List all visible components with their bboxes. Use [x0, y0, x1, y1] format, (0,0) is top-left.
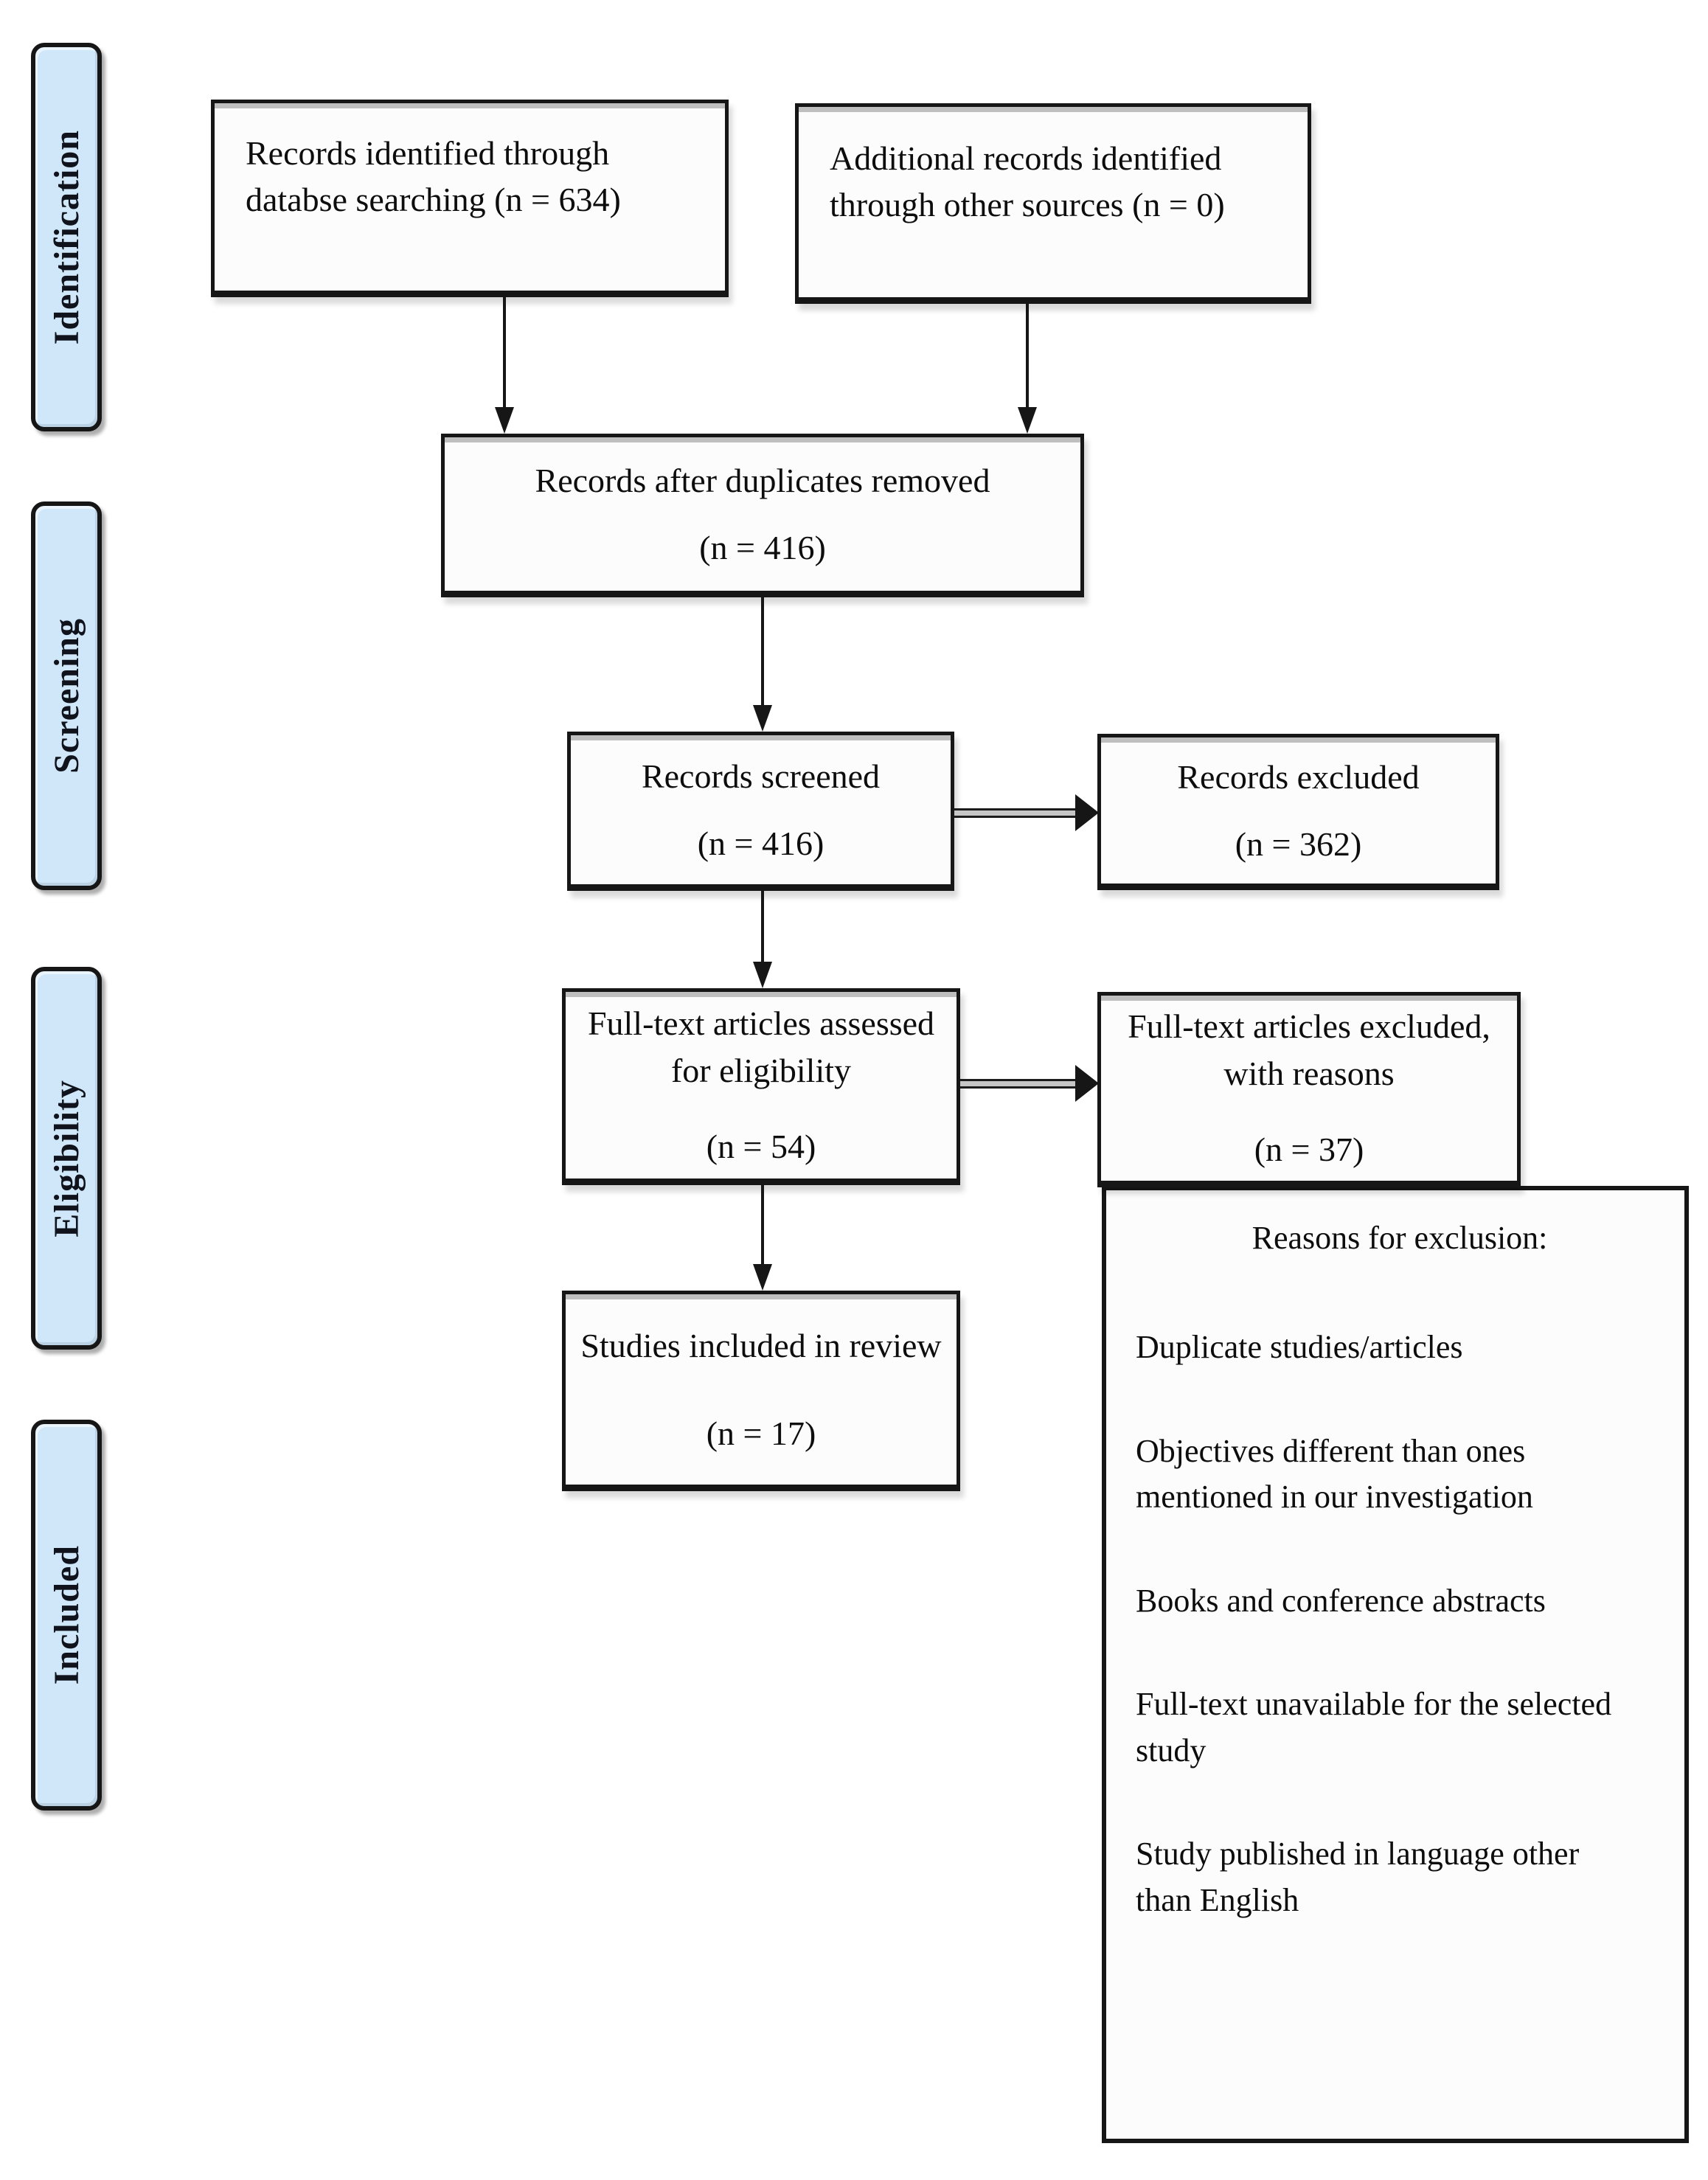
arrow-fulltext-to-included: [752, 1185, 773, 1291]
stage-included: Included: [31, 1420, 102, 1811]
stage-identification: Identification: [31, 43, 102, 431]
arrow-stem: [1026, 304, 1029, 407]
arrow-stem: [954, 808, 1077, 818]
stage-eligibility: Eligibility: [31, 967, 102, 1350]
exclusion-reason-item: Full-text unavailable for the selected s…: [1136, 1686, 1612, 1768]
exclusion-reason-item: Study published in language other than E…: [1136, 1836, 1580, 1918]
arrow-down-icon: [753, 705, 772, 732]
arrow-down-icon: [753, 962, 772, 988]
box-fulltext-excluded: Full-text articles excluded, with reason…: [1097, 992, 1521, 1187]
box-studies-included-count: (n = 17): [706, 1414, 816, 1452]
box-exclusion-reasons: Reasons for exclusion: Duplicate studies…: [1102, 1186, 1689, 2143]
arrow-fulltext-to-excluded: [960, 1064, 1099, 1103]
box-fulltext-assessed-title: Full-text articles assessed for eligibil…: [587, 1004, 935, 1089]
box-records-excluded-count: (n = 362): [1235, 825, 1362, 863]
box-records-screened-count: (n = 416): [697, 825, 825, 862]
exclusion-reasons-title: Reasons for exclusion:: [1252, 1220, 1548, 1256]
stage-screening: Screening: [31, 501, 102, 890]
arrow-identified-to-duplicates: [494, 297, 515, 434]
exclusion-reason-item: Books and conference abstracts: [1136, 1582, 1546, 1619]
box-duplicates-removed-title: Records after duplicates removed: [535, 461, 990, 499]
stage-identification-label: Identification: [46, 129, 86, 345]
box-studies-included: Studies included in review (n = 17): [562, 1291, 960, 1491]
box-fulltext-excluded-count: (n = 37): [1254, 1131, 1364, 1169]
arrow-additional-to-duplicates: [1017, 304, 1038, 434]
box-fulltext-excluded-title: Full-text articles excluded, with reason…: [1128, 1007, 1490, 1092]
arrow-stem: [761, 890, 764, 962]
arrow-stem: [960, 1078, 1077, 1089]
arrow-down-icon: [753, 1264, 772, 1291]
arrow-down-icon: [1018, 407, 1037, 434]
box-records-identified: Records identified through databse searc…: [211, 100, 729, 297]
box-records-identified-text: Records identified through databse searc…: [246, 133, 621, 218]
box-additional-records: Additional records identified through ot…: [795, 103, 1311, 304]
box-records-screened-title: Records screened: [641, 757, 881, 795]
exclusion-reason-item: Objectives different than ones mentioned…: [1136, 1432, 1533, 1516]
box-duplicates-removed-count: (n = 416): [699, 529, 826, 566]
arrow-duplicates-to-screened: [752, 597, 773, 732]
box-records-excluded: Records excluded (n = 362): [1097, 734, 1499, 890]
box-records-excluded-title: Records excluded: [1177, 757, 1420, 796]
box-duplicates-removed: Records after duplicates removed (n = 41…: [441, 434, 1084, 597]
arrow-stem: [503, 297, 506, 407]
arrow-right-icon: [1075, 1065, 1099, 1102]
exclusion-reason-item: Duplicate studies/articles: [1136, 1329, 1463, 1366]
stage-included-label: Included: [46, 1545, 86, 1685]
arrow-stem: [761, 597, 764, 705]
box-additional-records-text: Additional records identified through ot…: [830, 139, 1225, 223]
box-studies-included-title: Studies included in review: [580, 1327, 942, 1365]
box-records-screened: Records screened (n = 416): [567, 732, 954, 891]
stage-eligibility-label: Eligibility: [46, 1079, 86, 1237]
box-fulltext-assessed-count: (n = 54): [706, 1128, 816, 1166]
arrow-down-icon: [495, 407, 514, 434]
arrow-right-icon: [1075, 794, 1099, 831]
arrow-screened-to-fulltext: [752, 890, 773, 988]
arrow-stem: [761, 1185, 764, 1264]
arrow-screened-to-excluded: [954, 794, 1099, 832]
box-fulltext-assessed: Full-text articles assessed for eligibil…: [562, 988, 960, 1185]
stage-screening-label: Screening: [46, 618, 86, 774]
